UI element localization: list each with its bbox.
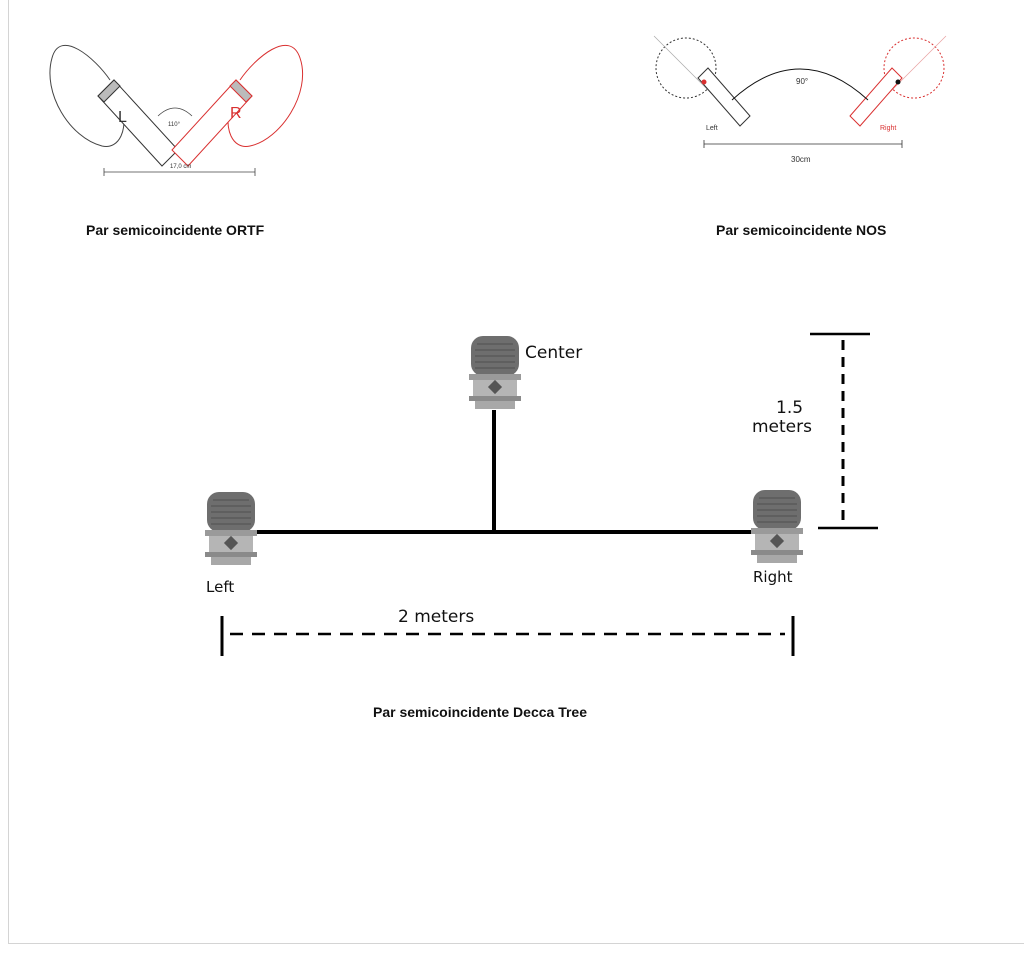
ortf-left-label: L: [118, 109, 127, 126]
decca-tree-diagram: Center Left Right 1.5 meters 2 meters: [204, 332, 878, 656]
nos-diagram: 90° Left Right 30cm: [653, 35, 947, 164]
ortf-right-polar-pattern: [227, 44, 304, 147]
decca-center-mic: [468, 335, 522, 410]
ortf-right-mic: [171, 79, 253, 167]
decca-right-mic: [750, 489, 804, 564]
decca-left-mic: [204, 491, 258, 566]
nos-angle-label: 90°: [796, 77, 808, 86]
nos-distance-label: 30cm: [791, 155, 811, 164]
decca-height-label-number: 1.5: [776, 398, 803, 418]
ortf-angle-arc: [157, 107, 193, 117]
nos-right-mic: [849, 67, 903, 127]
ortf-diagram: L R 110° 17,0 cm: [49, 44, 304, 176]
decca-caption: Par semicoincidente Decca Tree: [373, 704, 587, 720]
nos-left-label: Left: [706, 125, 718, 132]
nos-right-label: Right: [880, 125, 896, 132]
ortf-distance-label: 17,0 cm: [170, 164, 191, 170]
decca-right-label: Right: [753, 568, 793, 586]
decca-height-label-unit: meters: [752, 417, 812, 437]
ortf-angle-label: 110°: [168, 122, 181, 128]
nos-right-polar-pattern: [883, 37, 945, 99]
nos-angle-arc: [731, 68, 869, 101]
nos-caption: Par semicoincidente NOS: [716, 222, 887, 238]
ortf-caption: Par semicoincidente ORTF: [86, 222, 265, 238]
ortf-left-mic: [97, 79, 179, 167]
ortf-left-polar-pattern: [49, 44, 125, 147]
ortf-right-label: R: [230, 105, 242, 122]
nos-left-mic: [697, 67, 751, 127]
nos-left-polar-pattern: [655, 37, 717, 99]
page-frame: [8, 0, 1024, 944]
decca-width-label: 2 meters: [398, 607, 474, 627]
decca-center-label: Center: [525, 343, 582, 363]
decca-left-label: Left: [206, 578, 234, 596]
